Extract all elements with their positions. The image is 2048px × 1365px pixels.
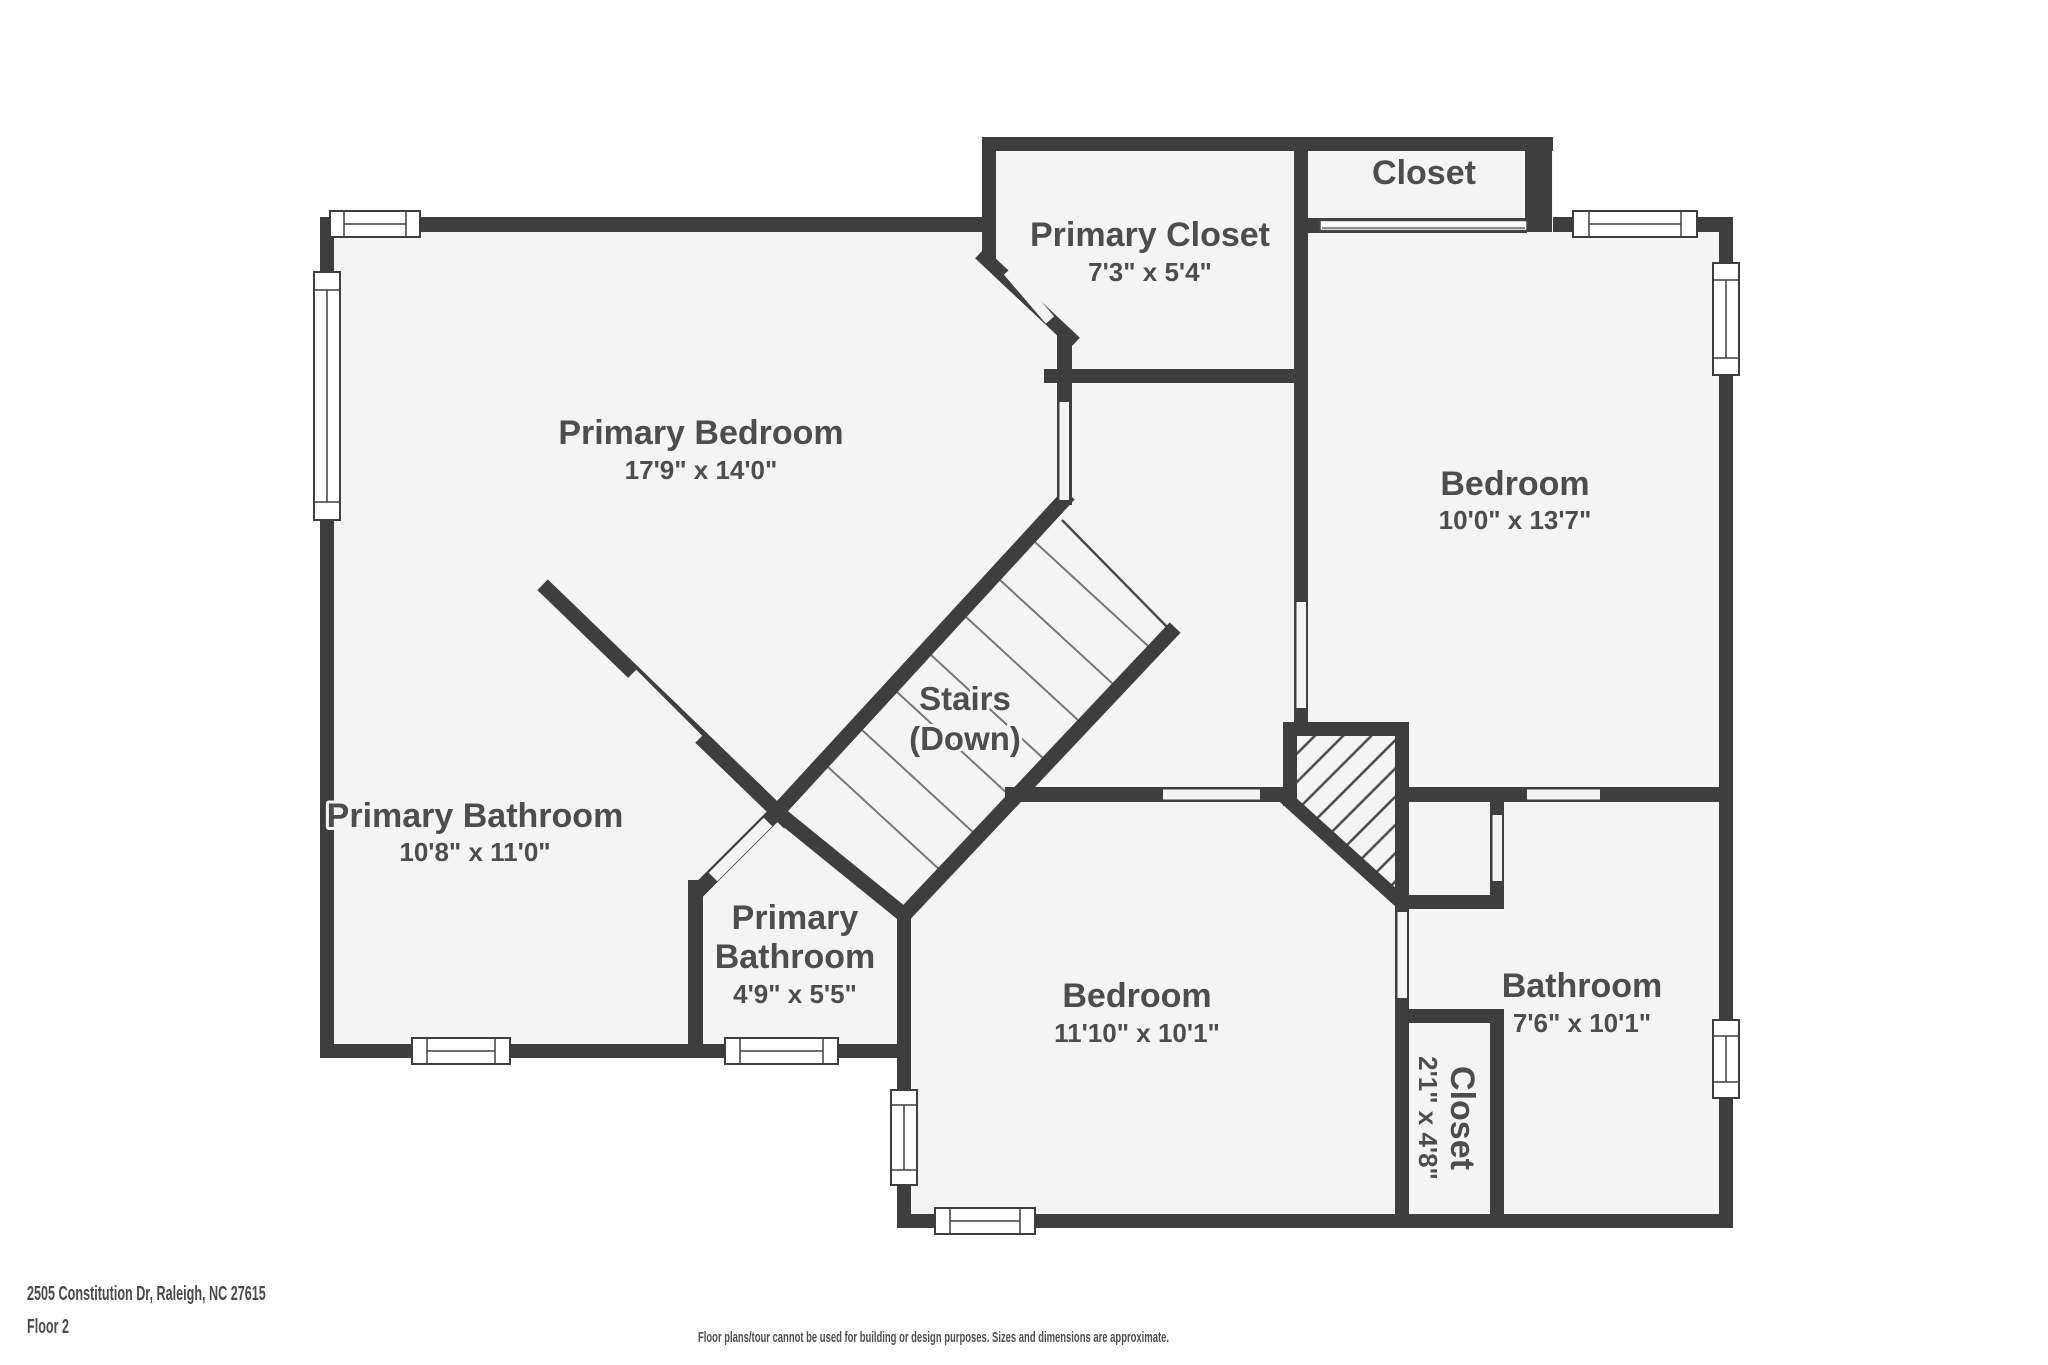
dims-bedroom-right: 10'0" x 13'7" (1439, 505, 1592, 535)
dims-primary-closet: 7'3" x 5'4" (1088, 257, 1212, 287)
footer-disclaimer: Floor plans/tour cannot be used for buil… (698, 1329, 1170, 1346)
footer-address: 2505 Constitution Dr, Raleigh, NC 27615 (27, 1283, 266, 1305)
window-primary-bathroom-small-bottom (724, 1037, 839, 1065)
stairs-entry-line (1061, 519, 1171, 631)
dims-primary-bathroom: 10'8" x 11'0" (399, 837, 550, 867)
label-primary-bathroom-small-1: Primary (732, 899, 859, 937)
closet-track (1319, 219, 1528, 232)
dims-primary-bathroom-small: 4'9" x 5'5" (733, 979, 857, 1009)
door-openings (627, 267, 1600, 998)
label-bathroom: Bathroom (1502, 967, 1663, 1005)
floor-area (320, 137, 1733, 1228)
label-bedroom-right: Bedroom (1440, 465, 1589, 503)
dims-closet-small: 2'1" x 4'8" (1413, 1056, 1443, 1180)
window-bathroom-side (1712, 1019, 1740, 1099)
label-closet-small: Closet (1443, 1066, 1481, 1170)
label-stairs-down: (Down) (909, 720, 1021, 757)
dims-primary-bedroom: 17'9" x 14'0" (625, 455, 778, 485)
window-bedroom-bottom (934, 1207, 1036, 1235)
label-closet-top: Closet (1372, 154, 1476, 192)
window-bedroom-right-top (1572, 210, 1698, 238)
label-primary-bedroom: Primary Bedroom (558, 414, 843, 452)
dims-bathroom: 7'6" x 10'1" (1513, 1008, 1651, 1038)
windows (313, 210, 1740, 1235)
window-bedroom-bottom-left (890, 1089, 918, 1186)
label-primary-closet: Primary Closet (1030, 216, 1270, 254)
stairs-treads (827, 541, 1149, 872)
label-primary-bathroom: Primary Bathroom (327, 797, 624, 835)
footer-floor-label: Floor 2 (27, 1316, 70, 1338)
window-primary-bedroom-left (313, 271, 341, 521)
dims-bedroom-bottom: 11'10" x 10'1" (1054, 1018, 1220, 1048)
label-stairs: Stairs (919, 680, 1011, 717)
under-stairs-hatch (1297, 736, 1395, 898)
window-primary-bathroom-bottom (411, 1037, 511, 1065)
window-bedroom-right-side (1712, 262, 1740, 376)
window-primary-bedroom-top (329, 210, 421, 238)
room-labels: Primary Bedroom 17'9" x 14'0" Primary Cl… (324, 151, 1666, 1182)
label-bedroom-bottom: Bedroom (1062, 977, 1211, 1015)
label-primary-bathroom-small-2: Bathroom (715, 938, 876, 976)
